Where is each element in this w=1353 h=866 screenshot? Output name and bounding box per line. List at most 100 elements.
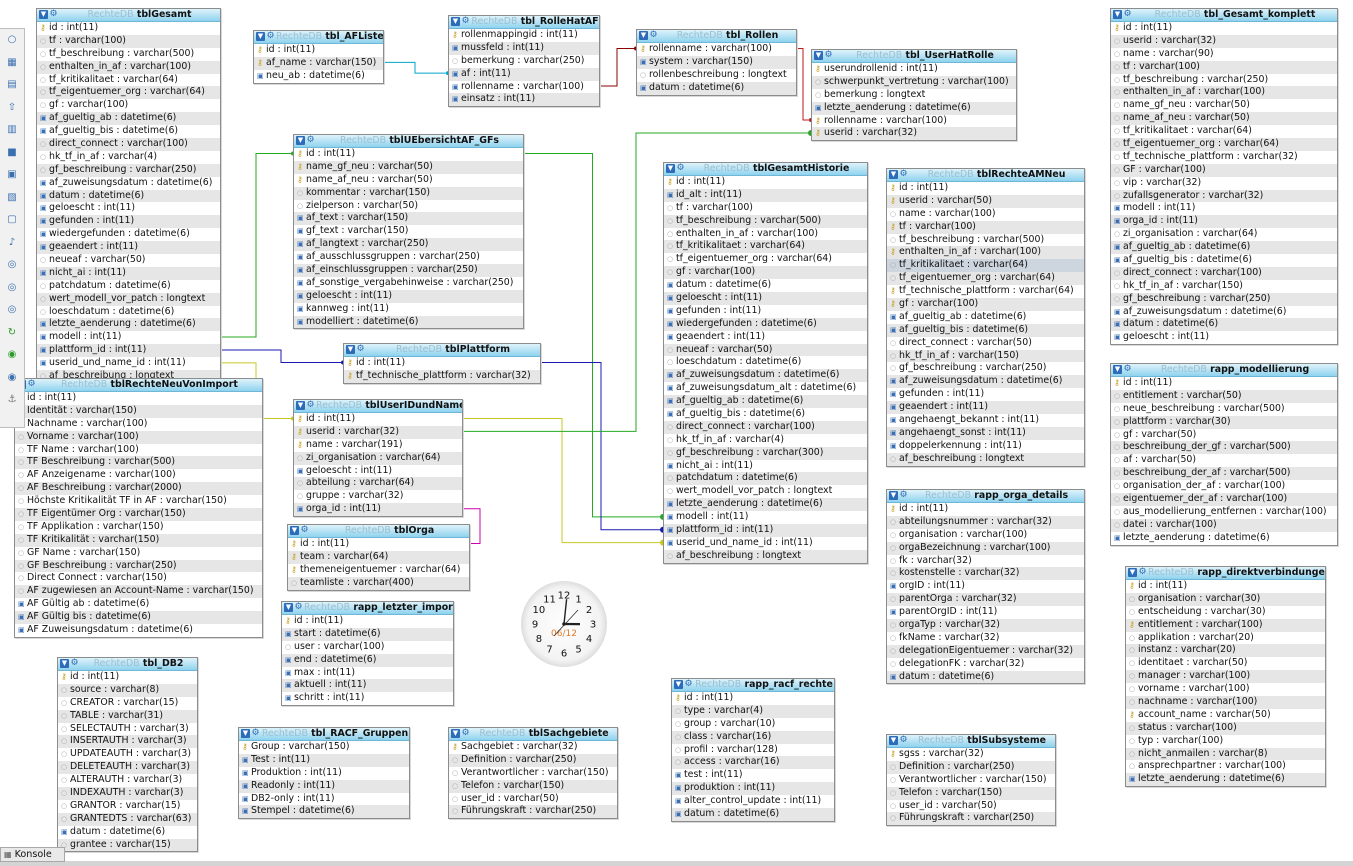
table-tblUserIDundName[interactable]: ▼⚙RechteDB tblUserIDundName⚷id : int(11)… [293, 399, 463, 518]
column-row[interactable]: ○bemerkung : varchar(250) [449, 54, 599, 68]
column-row[interactable]: ○gf_beschreibung : varchar(250) [1111, 292, 1337, 306]
help-icon[interactable]: ◉ [7, 371, 17, 383]
table-rapp_racf_rechte[interactable]: ▼⚙RechteDB rapp_racf_rechte⚷id : int(11)… [671, 678, 835, 822]
column-row[interactable]: ▣letzte_aenderung : datetime(6) [37, 318, 220, 332]
column-row[interactable]: ○GF Beschreibung : varchar(250) [15, 559, 262, 573]
column-row[interactable]: ○neue_beschreibung : varchar(500) [1111, 402, 1337, 416]
column-row[interactable]: ○aus_modellierung_entfernen : varchar(10… [1111, 505, 1337, 519]
column-row[interactable]: ○status : varchar(100) [1126, 721, 1325, 735]
column-row[interactable]: ○Telefon : varchar(150) [887, 786, 1055, 800]
column-row[interactable]: ▣af_langtext : varchar(250) [294, 238, 523, 252]
column-row[interactable]: ⚷af_name : varchar(150) [254, 56, 383, 70]
column-row[interactable]: ▣gefunden : int(11) [887, 388, 1084, 402]
column-row[interactable]: ▣af_gueltig_ab : datetime(6) [887, 310, 1084, 324]
column-row[interactable]: ○gf_beschreibung : varchar(250) [887, 362, 1084, 376]
column-row[interactable]: ○schwerpunkt_vertretung : varchar(100) [812, 75, 1016, 89]
table-header[interactable]: ▼⚙RechteDB rapp_direktverbindungen [1126, 567, 1325, 580]
column-row[interactable]: ○Telefon : varchar(150) [449, 779, 617, 793]
column-row[interactable]: ○beschreibung_der_af : varchar(500) [1111, 467, 1337, 481]
column-row[interactable]: ⚷sgss : varchar(32) [887, 748, 1055, 761]
table-header[interactable]: ▼⚙RechteDB tbl_Rollen [637, 30, 796, 43]
table-options-icon[interactable]: ⚙ [1138, 567, 1147, 577]
grid-icon[interactable]: ▦ [7, 56, 17, 68]
column-row[interactable]: ▣geloescht : int(11) [294, 289, 523, 303]
column-row[interactable]: ▣DB2-only : int(11) [239, 792, 409, 806]
column-row[interactable]: ○fkName : varchar(32) [887, 631, 1084, 645]
column-row[interactable]: ▣af_zuweisungsdatum : datetime(6) [887, 375, 1084, 389]
column-row[interactable]: ○abteilung : varchar(64) [294, 477, 462, 491]
column-row[interactable]: ▣schritt : int(11) [282, 692, 453, 706]
column-row[interactable]: ○TF Name : varchar(100) [15, 443, 262, 457]
column-row[interactable]: ○AF Beschreibung : varchar(2000) [15, 482, 262, 496]
column-row[interactable]: ▣mussfeld : int(11) [449, 41, 599, 55]
table-header[interactable]: ▼⚙RechteDB tblOrga [288, 525, 469, 538]
column-row[interactable]: ○type : varchar(4) [672, 704, 834, 718]
column-row[interactable]: ○af_beschreibung : longtext [664, 549, 867, 563]
column-row[interactable]: ○vip : varchar(32) [1111, 176, 1337, 190]
column-row[interactable]: ▣start : datetime(6) [282, 627, 453, 641]
column-row[interactable]: ▣parentOrgID : int(11) [887, 606, 1084, 620]
column-row[interactable]: ⚷id : int(11) [1111, 377, 1337, 390]
column-row[interactable]: ○enthalten_in_af : varchar(100) [37, 60, 220, 74]
table-tbl_RACF_Gruppen[interactable]: ▼⚙RechteDB tbl_RACF_Gruppen⚷Group : varc… [238, 727, 410, 820]
collapse-icon[interactable]: ▼ [256, 32, 265, 41]
table-header[interactable]: ▼⚙RechteDB tblGesamt [37, 9, 220, 22]
column-row[interactable]: ▣datum : datetime(6) [58, 825, 197, 839]
column-row[interactable]: ▣af_einschlussgruppen : varchar(250) [294, 264, 523, 277]
column-row[interactable]: ○abteilungsnummer : varchar(32) [887, 515, 1084, 529]
column-row[interactable]: ▣userid_und_name_id : int(11) [37, 357, 220, 371]
table-header[interactable]: ▼⚙RechteDB tblSubsysteme [887, 735, 1055, 748]
column-row[interactable]: ○Höchste Kritikalität TF in AF : varchar… [15, 495, 262, 509]
column-row[interactable]: ○TF Eigentümer Org : varchar(150) [15, 508, 262, 521]
column-row[interactable]: ○TF Kritikalität : varchar(150) [15, 533, 262, 547]
column-row[interactable]: ○af_beschreibung : longtext [887, 452, 1084, 466]
column-row[interactable]: ○tf_eigentuemer_org : varchar(64) [1111, 138, 1337, 151]
table-rapp_direktverbindungen[interactable]: ▼⚙RechteDB rapp_direktverbindungen⚷id : … [1125, 566, 1326, 788]
column-row[interactable]: ▣doppelerkennung : int(11) [887, 439, 1084, 453]
column-row[interactable]: ▣gefunden : int(11) [37, 215, 220, 229]
konsole-tab[interactable]: ▦Konsole [0, 847, 65, 862]
table-options-icon[interactable]: ⚙ [306, 135, 315, 145]
column-row[interactable]: ▣AF Gültig bis : datetime(6) [15, 611, 262, 625]
column-row[interactable]: ⚷id : int(11) [344, 357, 540, 370]
collapse-icon[interactable]: ▼ [889, 170, 898, 179]
table-options-icon[interactable]: ⚙ [676, 163, 685, 173]
column-row[interactable]: ○Verantwortlicher : varchar(150) [449, 766, 617, 780]
column-row[interactable]: ○Direct Connect : varchar(150) [15, 572, 262, 586]
table-tblGesamt[interactable]: ▼⚙RechteDB tblGesamt⚷id : int(11)○tf : v… [36, 8, 221, 384]
relation-line[interactable] [461, 417, 663, 544]
table-tblGesamtHistorie[interactable]: ▼⚙RechteDB tblGesamtHistorie⚷id : int(11… [663, 162, 868, 564]
column-row[interactable]: ○AF Anzeigename : varchar(100) [15, 469, 262, 483]
column-row[interactable]: ▣Test : int(11) [239, 753, 409, 767]
column-row[interactable]: ○tf_beschreibung : varchar(500) [887, 233, 1084, 247]
column-row[interactable]: ○tf_beschreibung : varchar(500) [664, 214, 867, 228]
column-row[interactable]: ⚷team : varchar(64) [288, 550, 469, 564]
column-row[interactable]: ▣neu_ab : datetime(6) [254, 69, 383, 83]
column-row[interactable]: ⚷rollenmappingid : int(11) [449, 29, 599, 42]
table-options-icon[interactable]: ⚙ [1123, 9, 1132, 19]
column-row[interactable]: ⚷Group : varchar(150) [239, 741, 409, 754]
column-row[interactable]: ○fk : varchar(32) [887, 554, 1084, 568]
relation-line[interactable] [382, 61, 448, 74]
column-row[interactable]: ▣modell : int(11) [1111, 202, 1337, 216]
table-header[interactable]: ▼⚙RechteDB rapp_modellierung [1111, 364, 1337, 377]
column-row[interactable]: ○name : varchar(90) [1111, 47, 1337, 61]
column-row[interactable]: ▣AF Gültig ab : datetime(6) [15, 598, 262, 612]
column-row[interactable]: ○nicht_anmailen : varchar(8) [1126, 747, 1325, 761]
column-row[interactable]: ▣wiedergefunden : datetime(6) [664, 317, 867, 331]
column-row[interactable]: ▣plattform_id : int(11) [664, 524, 867, 537]
column-row[interactable]: ▣plattform_id : int(11) [37, 344, 220, 358]
relation-line[interactable] [795, 47, 811, 121]
collapse-icon[interactable]: ▼ [296, 136, 305, 145]
column-row[interactable]: ○organisation_der_af : varchar(100) [1111, 480, 1337, 494]
table-options-icon[interactable]: ⚙ [251, 728, 260, 738]
column-row[interactable]: ▣af_sonstige_vergabehinweise : varchar(2… [294, 276, 523, 290]
column-row[interactable]: ▣max : int(11) [282, 666, 453, 680]
column-row[interactable]: ▣orga_id : int(11) [1111, 215, 1337, 229]
collapse-icon[interactable]: ▼ [1128, 568, 1137, 577]
column-row[interactable]: ▣orga_id : int(11) [294, 503, 462, 517]
column-row[interactable]: ▣kannweg : int(11) [294, 302, 523, 316]
column-row[interactable]: ○kostenstelle : varchar(32) [887, 567, 1084, 581]
column-row[interactable]: ○tf_kritikalitaet : varchar(64) [887, 259, 1084, 273]
column-row[interactable]: ▣datum : datetime(6) [672, 808, 834, 821]
